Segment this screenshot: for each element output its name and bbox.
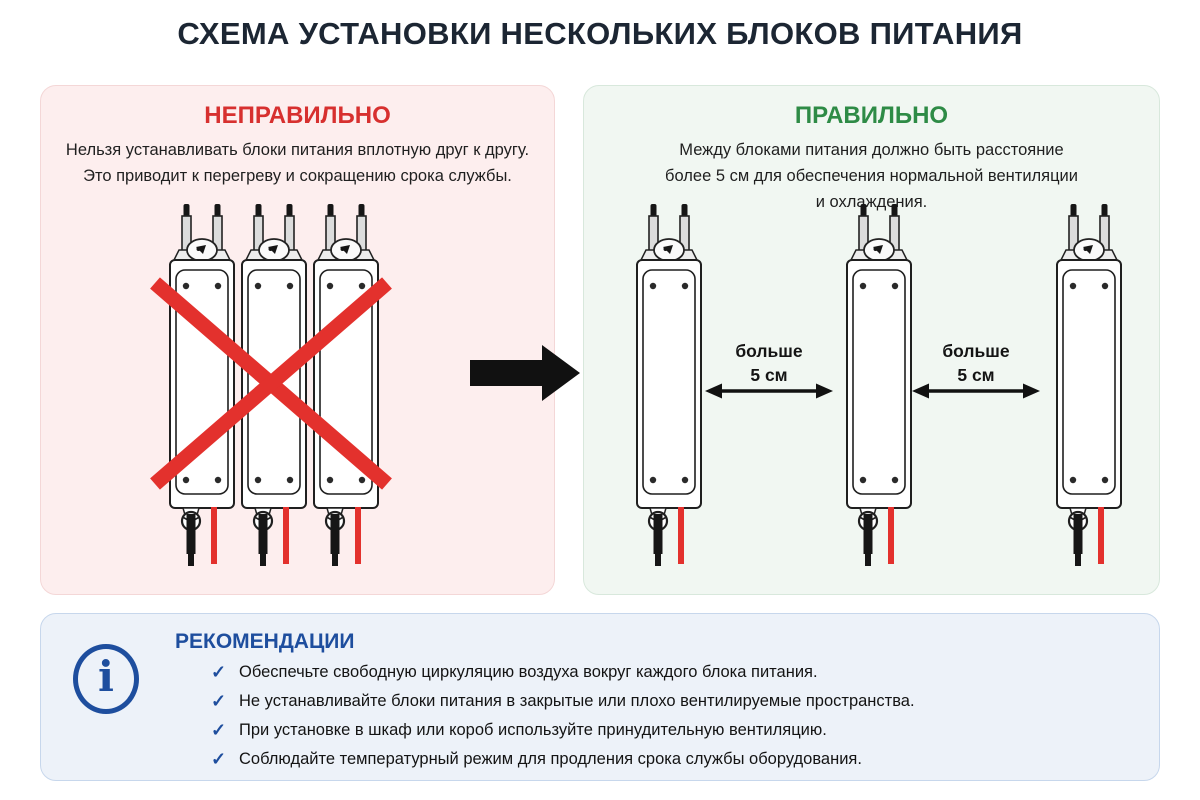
page-title: СХЕМА УСТАНОВКИ НЕСКОЛЬКИХ БЛОКОВ ПИТАНИ… bbox=[177, 16, 1023, 51]
check-icon: ✓ bbox=[211, 749, 227, 769]
recommendation-item: ✓ При установке в шкаф или короб использ… bbox=[211, 716, 915, 745]
red-x-crossout-icon bbox=[150, 277, 392, 490]
wrong-description-line-1: Нельзя устанавливать блоки питания вплот… bbox=[65, 141, 530, 159]
spacing-label-value: 5 см bbox=[957, 365, 995, 385]
wrong-panel-heading: НЕПРАВИЛЬНО bbox=[204, 102, 391, 129]
correct-description-line-1: Между блоками питания должно быть рассто… bbox=[679, 141, 1064, 159]
recommendation-item: ✓ Не устанавливайте блоки питания в закр… bbox=[211, 687, 915, 716]
wrong-description-line-2: Это приводит к перегреву и сокращению ср… bbox=[83, 167, 512, 185]
spacing-label-value: 5 см bbox=[750, 365, 788, 385]
recommendation-text: Не устанавливайте блоки питания в закрыт… bbox=[239, 692, 915, 710]
spacing-label: больше 5 см bbox=[911, 339, 1041, 387]
wrong-panel-description: Нельзя устанавливать блоки питания вплот… bbox=[41, 137, 554, 189]
transition-arrow-icon bbox=[470, 345, 580, 401]
correct-panel-heading: ПРАВИЛЬНО bbox=[794, 102, 949, 129]
recommendation-text: Обеспечьте свободную циркуляцию воздуха … bbox=[239, 663, 818, 681]
power-supply-unit bbox=[1056, 204, 1122, 568]
check-icon: ✓ bbox=[211, 691, 227, 711]
recommendation-text: При установке в шкаф или короб используй… bbox=[239, 721, 827, 739]
spacing-label: больше 5 см bbox=[704, 339, 834, 387]
info-icon: i bbox=[73, 644, 139, 714]
correct-description-line-3: и охлаждения. bbox=[815, 193, 928, 211]
info-icon-glyph: i bbox=[98, 652, 114, 701]
recommendation-text: Соблюдайте температурный режим для продл… bbox=[239, 750, 862, 768]
spacing-label-word: больше bbox=[735, 341, 803, 361]
correct-panel-description: Между блоками питания должно быть рассто… bbox=[584, 137, 1159, 215]
recommendation-item: ✓ Соблюдайте температурный режим для про… bbox=[211, 745, 915, 774]
power-supply-unit bbox=[636, 204, 702, 568]
check-icon: ✓ bbox=[211, 662, 227, 682]
recommendations-panel: i РЕКОМЕНДАЦИИ ✓ Обеспечьте свободную ци… bbox=[40, 613, 1160, 781]
power-supply-unit bbox=[846, 204, 912, 568]
correct-panel: ПРАВИЛЬНО Между блоками питания должно б… bbox=[583, 85, 1160, 595]
wrong-panel: НЕПРАВИЛЬНО Нельзя устанавливать блоки п… bbox=[40, 85, 555, 595]
recommendations-list: ✓ Обеспечьте свободную циркуляцию воздух… bbox=[211, 658, 915, 774]
check-icon: ✓ bbox=[211, 720, 227, 740]
spacing-arrow-icon bbox=[912, 383, 1040, 399]
recommendations-heading: РЕКОМЕНДАЦИИ bbox=[175, 630, 355, 653]
spacing-arrow-icon bbox=[705, 383, 833, 399]
correct-description-line-2: более 5 см для обеспечения нормальной ве… bbox=[665, 167, 1078, 185]
spacing-label-word: больше bbox=[942, 341, 1010, 361]
recommendation-item: ✓ Обеспечьте свободную циркуляцию воздух… bbox=[211, 658, 915, 687]
